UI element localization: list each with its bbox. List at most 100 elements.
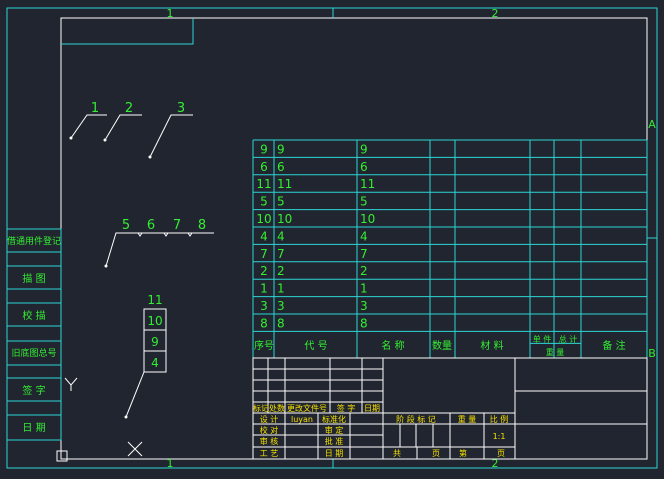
designer-name: luyan [291,415,313,424]
part-seq: 8 [260,316,268,330]
leader-2 [104,114,142,141]
part-code: 1 [277,282,285,296]
part-code: 7 [277,247,285,261]
header-code: 代 号 [304,340,327,352]
balloon-8: 8 [198,218,206,233]
part-seq: 1 [260,282,268,296]
role-process: 工 艺 [260,449,279,458]
stacked-balloon: 11 10 9 4 [124,293,167,419]
zone-bottom-1: 1 [167,457,174,470]
label-approve: 批 准 [325,436,344,446]
part-seq: 2 [260,264,268,278]
rev-header-count: 处数 [269,403,285,413]
part-seq: 6 [260,160,268,174]
header-qty: 数量 [432,339,452,352]
strip-label-5: 签 字 [22,384,45,397]
rev-header-sign: 签 字 [337,403,356,413]
header-material: 材 料 [480,339,503,352]
left-strip: 借通用件登记 描 图 校 描 旧底图总号 签 字 日 期 [6,228,62,441]
part-name: 7 [360,247,368,261]
part-code: 9 [277,142,285,156]
part-code: 6 [277,160,285,174]
part-name: 1 [360,282,368,296]
leader-dot-3 [148,155,152,159]
outer-border [6,7,658,469]
header-weight: 重 量 [546,347,565,357]
rev-header-date: 日期 [364,404,380,413]
part-name: 2 [360,264,368,278]
part-seq: 3 [260,299,268,313]
part-code: 8 [277,316,285,330]
rev-header-doc: 更改文件号 [287,403,327,413]
label-approve-review: 审 定 [325,425,344,435]
balloon-5: 5 [122,218,130,233]
weight-label: 重 量 [458,414,477,424]
part-code: 4 [277,229,285,243]
balloon-4: 4 [151,356,159,370]
part-name: 4 [360,229,368,243]
strip-label-6: 日 期 [22,422,45,434]
scale-label: 比 例 [490,414,509,424]
part-name: 3 [360,299,368,313]
leader-dot-2 [103,138,107,142]
strip-label-4: 旧底图总号 [11,347,56,359]
header-seq: 序号 [254,339,274,352]
strip-label-1: 借通用件登记 [7,235,61,247]
balloon-11: 11 [147,293,162,307]
zone-right-a: A [648,118,656,131]
ucs-icon: Y [56,377,78,462]
part-code: 10 [277,212,292,226]
part-code: 5 [277,195,285,209]
part-seq: 5 [260,195,268,209]
code-box [61,18,194,45]
title-block: 标记 处数 更改文件号 签 字 日期 设 计 luyan 标准化 校 对 审 定… [252,357,648,460]
part-name: 5 [360,195,368,209]
role-check: 校 对 [260,425,279,435]
balloon-6: 6 [147,218,155,233]
stage-label: 阶 段 标 记 [396,414,436,424]
header-name: 名 称 [381,339,404,352]
label-date: 日 期 [325,449,344,458]
header-single: 单 件 [533,334,552,344]
balloon-1: 1 [91,101,99,116]
part-seq: 7 [260,247,268,261]
part-code: 2 [277,264,285,278]
drawing-frame [60,17,648,460]
scale-value: 1:1 [493,432,506,441]
balloon-2: 2 [125,101,133,116]
part-name: 9 [360,142,368,156]
leader-3 [149,114,193,158]
part-seq: 9 [260,142,268,156]
part-code: 3 [277,299,285,313]
header-total: 总 计 [559,334,578,344]
zone-right-b: B [648,347,656,360]
ucs-y-label: Y [70,378,71,380]
part-name: 8 [360,316,368,330]
part-code: 11 [277,177,292,191]
strip-label-3: 校 描 [22,309,45,322]
part-name: 10 [360,212,375,226]
part-name: 11 [360,177,375,191]
leader-5678 [105,232,214,267]
parts-header: 序号 代 号 名 称 数量 材 料 单 件 总 计 重 量 备 注 [254,334,626,357]
label-standard: 标准化 [322,414,346,424]
part-name: 6 [360,160,368,174]
zone-top-1: 1 [167,7,174,20]
part-seq: 11 [256,177,271,191]
balloon-10: 10 [147,314,162,328]
rev-header-mark: 标记 [253,403,269,413]
role-review: 审 核 [260,436,279,446]
leader-1 [70,114,107,139]
balloon-9: 9 [151,335,159,349]
sheet-no-label: 第 [459,448,467,458]
zone-bottom-2: 2 [492,457,499,470]
sheet-unit-2: 页 [497,449,505,458]
leader-5678-notches [137,232,193,237]
leader-dot-1 [69,136,73,140]
zone-top-2: 2 [492,7,499,20]
part-seq: 10 [256,212,271,226]
balloon-7: 7 [173,218,181,233]
part-seq: 4 [260,229,268,243]
